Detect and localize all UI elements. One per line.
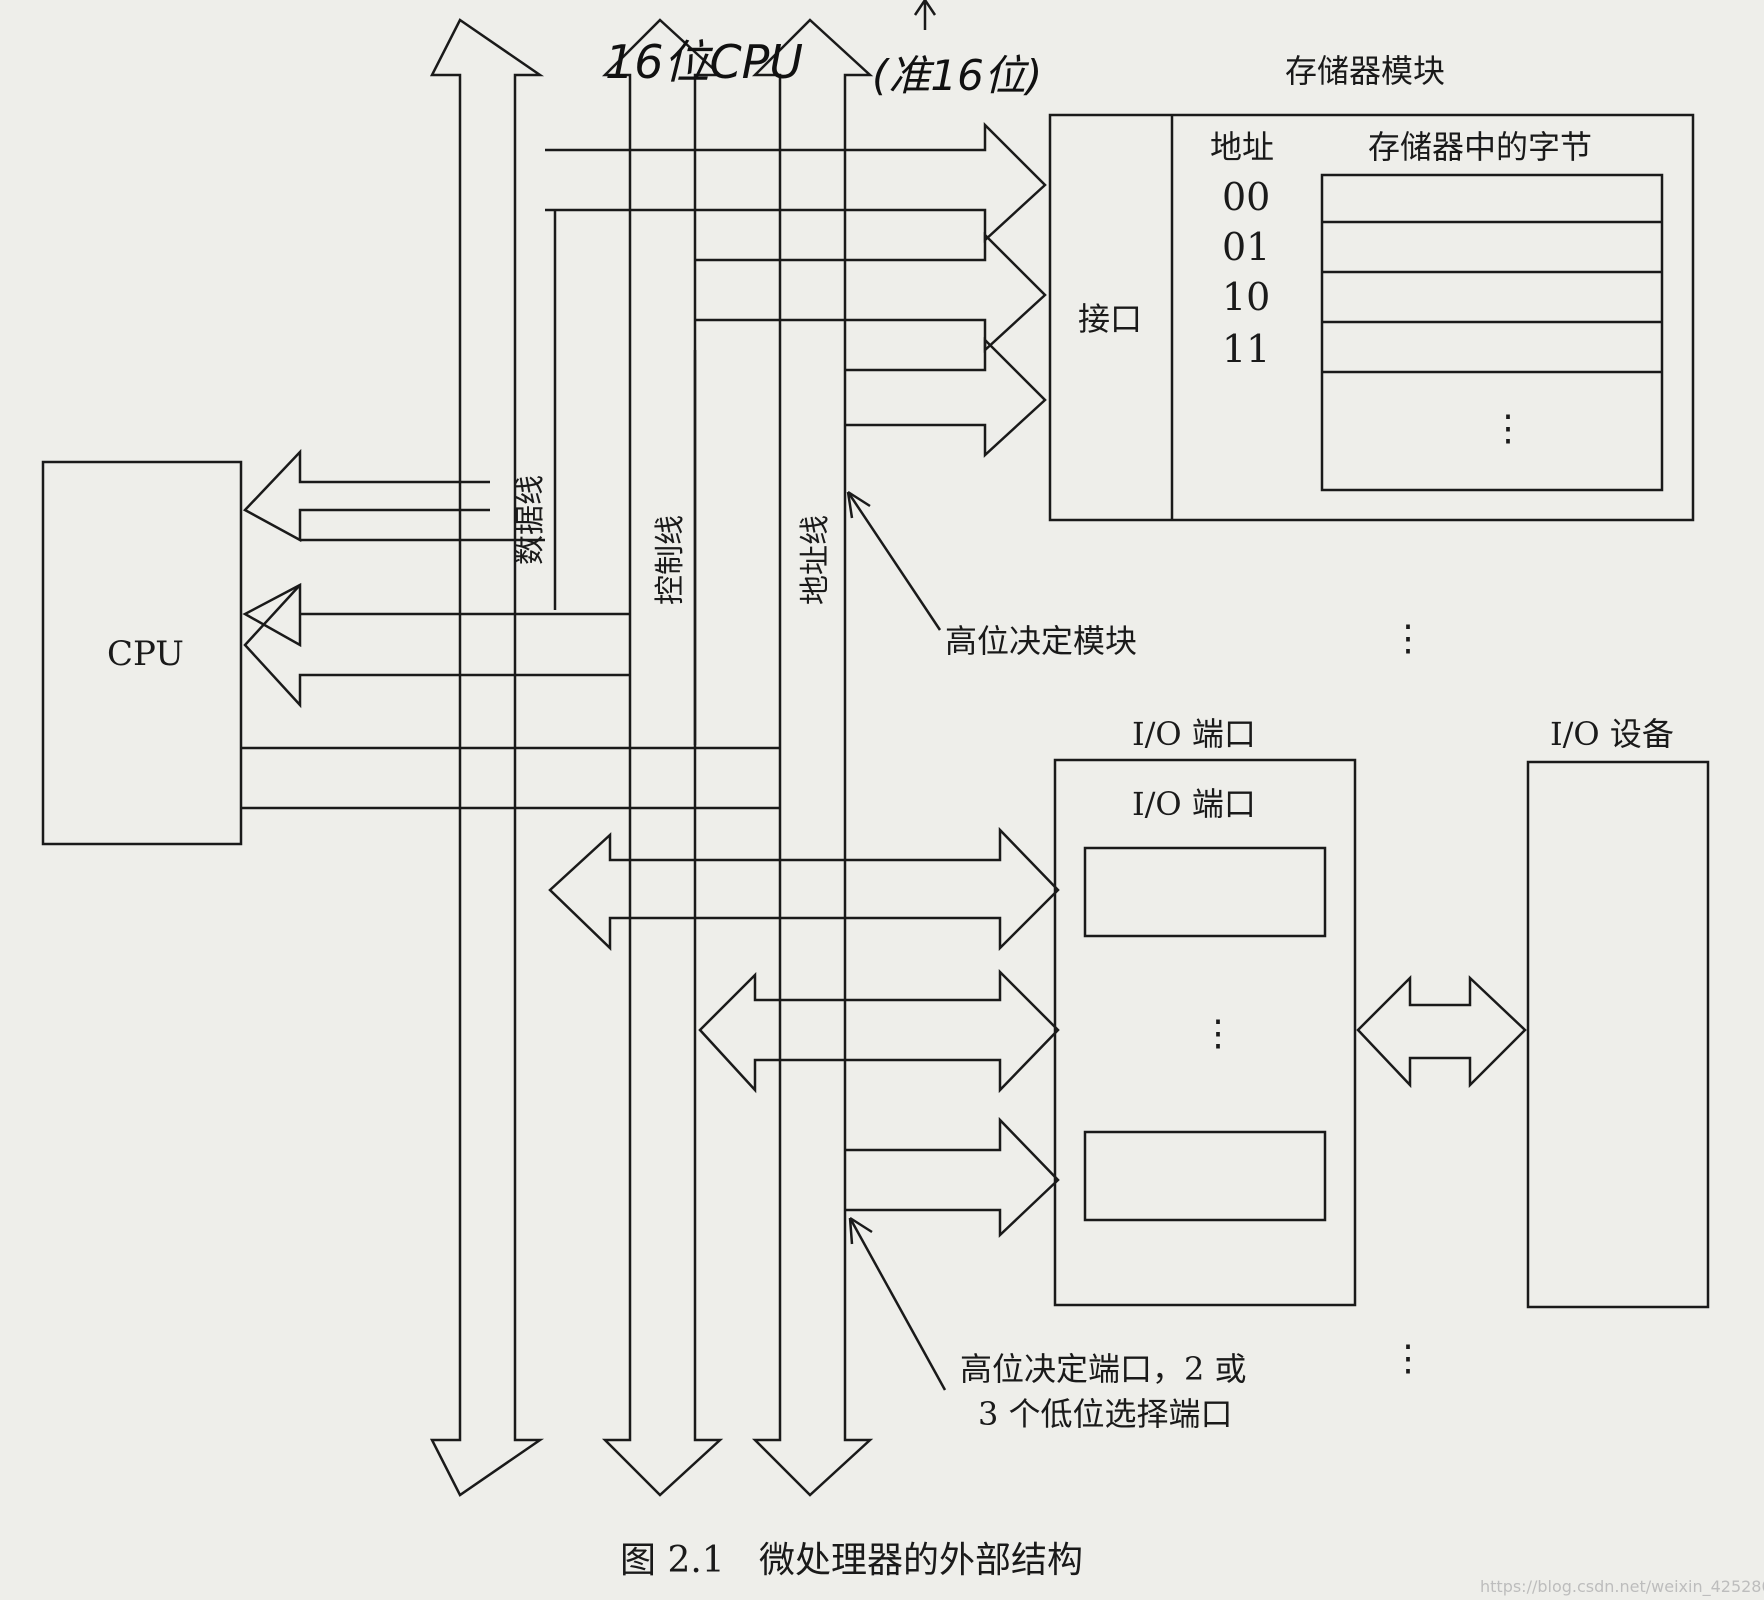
memory-arrow-3 — [845, 336, 1047, 458]
io-device-box — [1526, 760, 1710, 1309]
io-port-inner-label: I/O 端口 — [1132, 785, 1256, 823]
io-address-arrow — [845, 1116, 1060, 1238]
data-bus-label: 数据线 — [513, 475, 548, 565]
data-bus-arrow — [429, 18, 545, 1497]
address-header: 地址 — [1210, 128, 1274, 166]
between-ellipsis-1: ⋮ — [1390, 618, 1426, 659]
handwritten-quasi-note: (准16位) — [872, 51, 1042, 100]
watermark: https://blog.csdn.net/weixin_42528077 — [1480, 1577, 1764, 1597]
cpu-box — [41, 460, 243, 846]
io-port-ellipsis: ⋮ — [1200, 1013, 1236, 1054]
memory-arrow-1 — [545, 121, 1047, 243]
bytes-header: 存储器中的字节 — [1368, 128, 1592, 166]
io-device-link-arrow — [1356, 974, 1527, 1089]
control-bus-arrow — [601, 18, 724, 1497]
address-00: 00 — [1222, 175, 1270, 219]
high-bits-port-label-1: 高位决定端口，2 或 — [960, 1350, 1247, 1388]
address-11: 11 — [1222, 327, 1270, 371]
address-01: 01 — [1222, 225, 1270, 269]
memory-arrow-2 — [695, 231, 1047, 353]
memory-module-box — [1048, 113, 1695, 522]
memory-bytes-box — [1320, 173, 1664, 492]
interface-label: 接口 — [1078, 300, 1142, 338]
cpu-control-arrow-2 — [243, 584, 630, 709]
io-data-arrow — [548, 826, 1060, 952]
memory-ellipsis: ⋮ — [1490, 408, 1526, 449]
high-bits-port-pointer — [848, 1217, 947, 1391]
io-control-arrow — [698, 968, 1060, 1094]
handwritten-cpu-note: 16位CPU — [605, 35, 803, 89]
cpu-data-arrow — [242, 448, 490, 543]
io-device-title: I/O 设备 — [1550, 715, 1674, 753]
memory-module-title: 存储器模块 — [1285, 52, 1445, 90]
figure-caption: 图 2.1 微处理器的外部结构 — [620, 1540, 1083, 1581]
high-bits-module-pointer — [846, 491, 942, 631]
io-port-register-1 — [1083, 846, 1327, 938]
io-port-register-2 — [1083, 1130, 1327, 1222]
address-bus-arrow — [751, 18, 874, 1497]
cpu-control-arrow — [242, 582, 630, 648]
address-bus-label: 地址线 — [798, 515, 833, 605]
io-port-title: I/O 端口 — [1132, 715, 1256, 753]
control-bus-label: 控制线 — [653, 515, 688, 605]
io-bottom-ellipsis: ⋮ — [1390, 1338, 1426, 1379]
address-10: 10 — [1222, 275, 1270, 319]
cpu-label: CPU — [107, 634, 184, 674]
high-bits-module-label: 高位决定模块 — [945, 622, 1137, 660]
high-bits-port-label-2: 3 个低位选择端口 — [978, 1395, 1233, 1433]
